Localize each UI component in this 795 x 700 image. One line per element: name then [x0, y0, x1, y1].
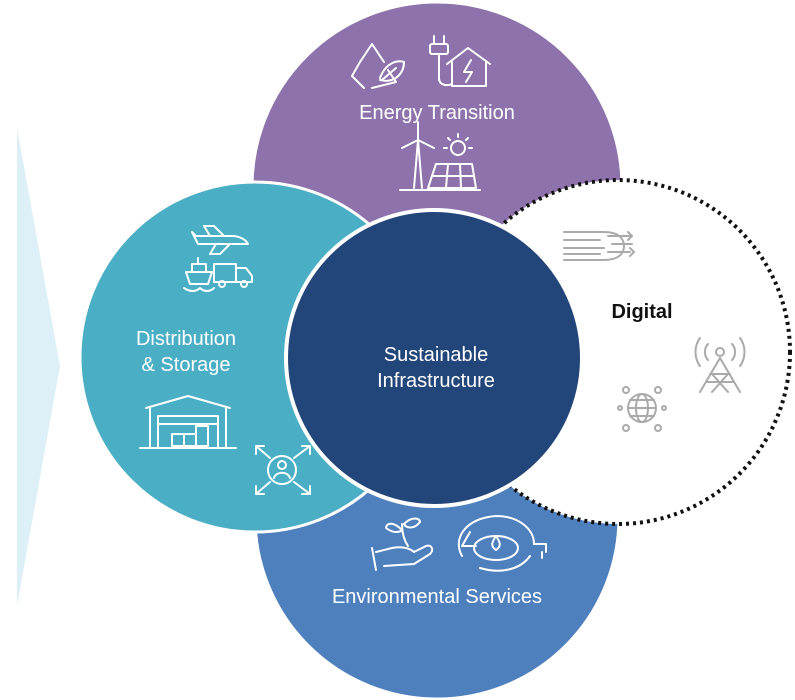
distribution-line-1: Distribution: [135, 328, 237, 350]
distribution-line-2: & Storage: [141, 354, 231, 376]
recycle-icon: [351, 43, 405, 89]
center-line-1: Sustainable: [383, 344, 489, 366]
sustainable-infrastructure-circle: [284, 208, 584, 508]
cell-tower-icon: [694, 337, 746, 393]
globe-network-icon: [617, 386, 667, 432]
environmental-services-text: Environmental Services: [331, 586, 543, 608]
plug-house-icon: [429, 35, 491, 87]
chevron-arrow: [17, 128, 60, 606]
energy-transition-text: Energy Transition: [359, 102, 515, 124]
network-person-icon: [255, 445, 311, 495]
sustainable-infrastructure-label: Sustainable Infrastructure: [377, 342, 495, 394]
digital-text: Digital: [611, 301, 673, 323]
hand-plant-icon: [371, 517, 434, 571]
ship-truck-icon: [183, 257, 253, 292]
airplane-icon: [191, 225, 249, 255]
fiber-cable-icon: [563, 231, 635, 261]
warehouse-icon: [139, 395, 237, 449]
environmental-services-label: Environmental Services: [332, 584, 542, 610]
water-cycle-icon: [457, 515, 547, 572]
wind-solar-icon: [399, 121, 481, 191]
digital-label: Digital: [611, 299, 672, 325]
distribution-storage-label: Distribution & Storage: [136, 326, 236, 378]
energy-transition-label: Energy Transition: [359, 100, 515, 126]
center-line-2: Infrastructure: [377, 370, 495, 392]
